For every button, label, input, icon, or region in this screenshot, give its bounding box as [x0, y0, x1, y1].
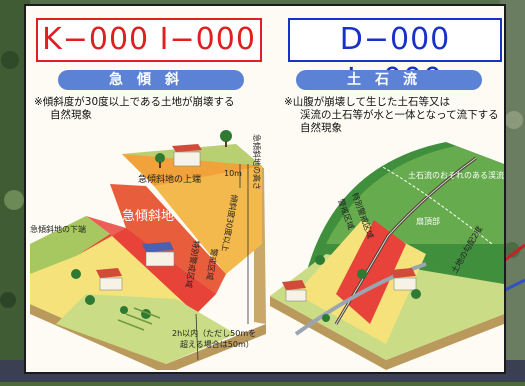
description-line: 渓流の土石等が水と一体となって流下する [300, 109, 499, 121]
title-steep-slope: 急傾斜 [58, 70, 244, 90]
description-line: ※傾斜度が30度以上である土地が崩壊する [34, 96, 235, 108]
label-slope-bottom: 急傾斜地の下端 [30, 224, 86, 234]
label-steep-land: 急傾斜地 [122, 209, 174, 224]
label-valley-mouth: 扇頂部 [416, 216, 440, 226]
description-line: 自然現象 [50, 109, 92, 121]
house-icon [142, 242, 175, 267]
tree-icon [71, 269, 81, 279]
house-icon [96, 268, 123, 291]
tree-icon [411, 289, 421, 299]
debris-flow-diagram: 警戒区域 特別警戒区域 土石流のおそれのある渓流 扇頂部 土地の勾配2度 [270, 142, 504, 370]
description-debris-flow: ※山腹が崩壊して生じた土石等又は 渓流の土石等が水と一体となって流下する 自然現… [284, 96, 510, 135]
label-ten-meters: 10m [224, 169, 242, 178]
house-icon [282, 280, 307, 302]
code-landslide: K−000 Ⅰ−000 [36, 18, 262, 62]
label-stream: 土石流のおそれのある渓流 [408, 170, 504, 180]
description-line: 自然現象 [300, 122, 342, 134]
tree-icon [85, 295, 95, 305]
tree-icon [155, 153, 165, 168]
code-debris-flow: D−000 Ⅰ−000 [288, 18, 502, 97]
tree-icon [357, 269, 367, 279]
hazard-info-sign: K−000 Ⅰ−000 D−000 Ⅰ−000 急傾斜 土石流 ※傾斜度が30度… [24, 4, 506, 374]
title-debris-flow: 土石流 [296, 70, 482, 90]
label-distance-1: 2h以内（ただし50mを [172, 328, 256, 338]
description-steep-slope: ※傾斜度が30度以上である土地が崩壊する 自然現象 [34, 96, 270, 122]
house-icon [172, 144, 202, 167]
tree-icon [322, 314, 330, 322]
label-distance-2: 超える場合は50m） [180, 339, 254, 349]
tree-icon [315, 255, 325, 265]
description-line: ※山腹が崩壊して生じた土石等又は [284, 96, 450, 108]
tree-icon [220, 130, 232, 147]
label-slope-height: 急傾斜地の高さ [252, 134, 262, 190]
steep-slope-diagram: 急傾斜地の上端 急傾斜地 急傾斜地の下端 10m 急傾斜地の高さ 傾斜度30度以… [30, 130, 266, 370]
tree-icon [120, 306, 128, 314]
house-icon [390, 268, 417, 291]
label-slope-top: 急傾斜地の上端 [138, 173, 201, 185]
